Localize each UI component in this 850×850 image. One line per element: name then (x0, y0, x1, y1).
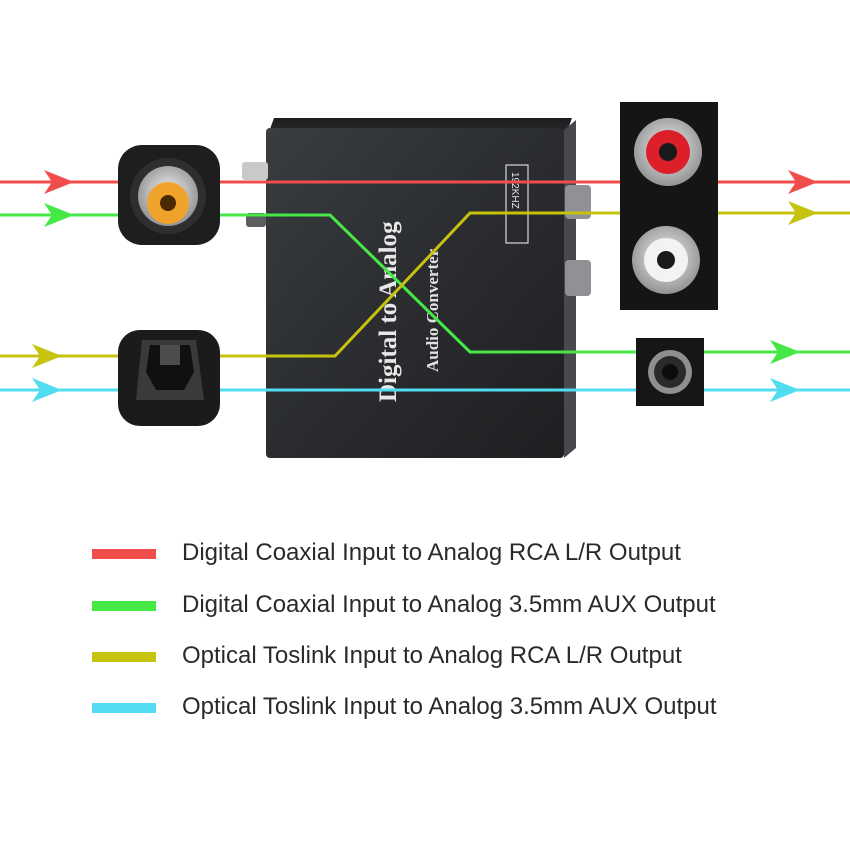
arrow-markers (32, 170, 818, 402)
arrow-icon (32, 344, 62, 368)
legend-swatch-cyan (92, 703, 156, 713)
device-subtitle: Audio Converter (423, 248, 442, 372)
arrow-icon (770, 340, 800, 364)
converter-diagram: 192KHZ Digital to Analog Audio Converter (0, 102, 850, 458)
frequency-badge-text: 192KHZ (509, 172, 520, 209)
frequency-badge: 192KHZ (505, 164, 529, 244)
toslink-optical-icon (118, 330, 220, 426)
legend-item: Digital Coaxial Input to Analog RCA L/R … (92, 538, 812, 568)
legend-label: Digital Coaxial Input to Analog 3.5mm AU… (182, 591, 716, 618)
legend-swatch-red (92, 549, 156, 559)
arrow-icon (44, 170, 74, 194)
rca-lr-jack-icon (620, 102, 718, 310)
legend-label: Optical Toslink Input to Analog RCA L/R … (182, 642, 682, 669)
arrow-icon (788, 170, 818, 194)
legend-label: Digital Coaxial Input to Analog RCA L/R … (182, 539, 681, 566)
legend-item: Optical Toslink Input to Analog 3.5mm AU… (92, 692, 812, 722)
arrow-icon (44, 203, 74, 227)
legend-label: Optical Toslink Input to Analog 3.5mm AU… (182, 693, 717, 720)
arrow-icon (32, 378, 62, 402)
legend-swatch-yellow (92, 652, 156, 662)
device-title: Digital to Analog (375, 221, 402, 402)
aux-3.5mm-jack-icon (636, 338, 704, 406)
legend-item: Digital Coaxial Input to Analog 3.5mm AU… (92, 590, 812, 620)
arrow-icon (788, 201, 818, 225)
coaxial-rca-icon (118, 145, 220, 245)
legend-item: Optical Toslink Input to Analog RCA L/R … (92, 641, 812, 671)
converter-device: 192KHZ Digital to Analog Audio Converter (242, 118, 591, 458)
legend-swatch-green (92, 601, 156, 611)
arrow-icon (770, 378, 800, 402)
